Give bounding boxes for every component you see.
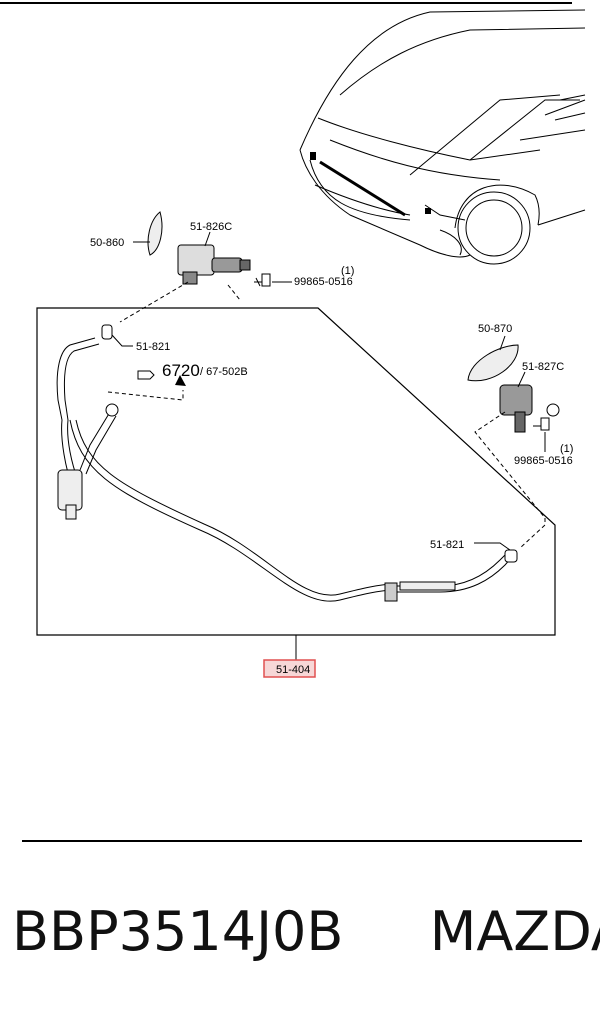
guide-dash-left [119, 281, 189, 323]
label-99865a: 99865-0516 [294, 276, 353, 288]
washer-hose-right [397, 556, 513, 593]
kit-boundary [36, 307, 556, 636]
right-washer-cap [467, 344, 519, 382]
hose-joint [384, 582, 398, 602]
clamp-mid-left [105, 403, 119, 417]
brand-name: MAZDA [429, 900, 600, 963]
left-washer-cap [147, 211, 163, 256]
label-51827c: 51-827C [522, 361, 564, 373]
label-99865b: 99865-0516 [514, 455, 573, 467]
car-illustration [299, 9, 586, 265]
caption-divider [22, 840, 582, 842]
right-bolt [533, 417, 550, 431]
label-qty-a: (1) [341, 265, 354, 277]
right-nozzle-assembly [499, 384, 560, 433]
guide-dash-left-2 [227, 284, 241, 301]
guide-dash-right [474, 411, 546, 549]
washer-hose-right-inner [397, 551, 509, 587]
hose-sleeve [399, 581, 456, 591]
washer-hose-left-branch [56, 337, 117, 520]
parts-diagram: 50-860 51-826C 99865-0516 (1) 51-821 672… [0, 2, 586, 678]
leader-51821a [111, 334, 133, 347]
label-51821b: 51-821 [430, 539, 464, 551]
clamp-right [504, 549, 518, 563]
washer-hose-main [69, 419, 396, 602]
part-number: BBP3514J0B [12, 900, 344, 963]
washer-hose-main-inner [75, 419, 396, 596]
label-51826c: 51-826C [190, 221, 232, 233]
car-headlamp-washer-markers [310, 152, 431, 217]
left-nozzle-assembly [177, 244, 251, 285]
leader-51827c [517, 371, 526, 388]
label-ref-num: 6720 [162, 361, 200, 380]
guide-dash-ref [107, 390, 184, 401]
label-51404: 51-404 [276, 664, 310, 676]
highlight-51404 [263, 659, 316, 678]
clamp-top-left [101, 324, 113, 340]
caption: BBP3514J0B MAZDA [12, 892, 600, 972]
ref-arrow-icon [137, 370, 155, 380]
leader-51826c [204, 231, 211, 247]
leader-51821b [474, 542, 511, 551]
ref-arrow-head [175, 375, 186, 386]
label-qty-b: (1) [560, 443, 573, 455]
label-50870: 50-870 [478, 323, 512, 335]
left-bolt [254, 273, 271, 287]
label-50860: 50-860 [90, 237, 124, 249]
label-51821a: 51-821 [136, 341, 170, 353]
label-ref-sub: / 67-502B [200, 366, 248, 378]
leader-50870 [499, 335, 506, 351]
